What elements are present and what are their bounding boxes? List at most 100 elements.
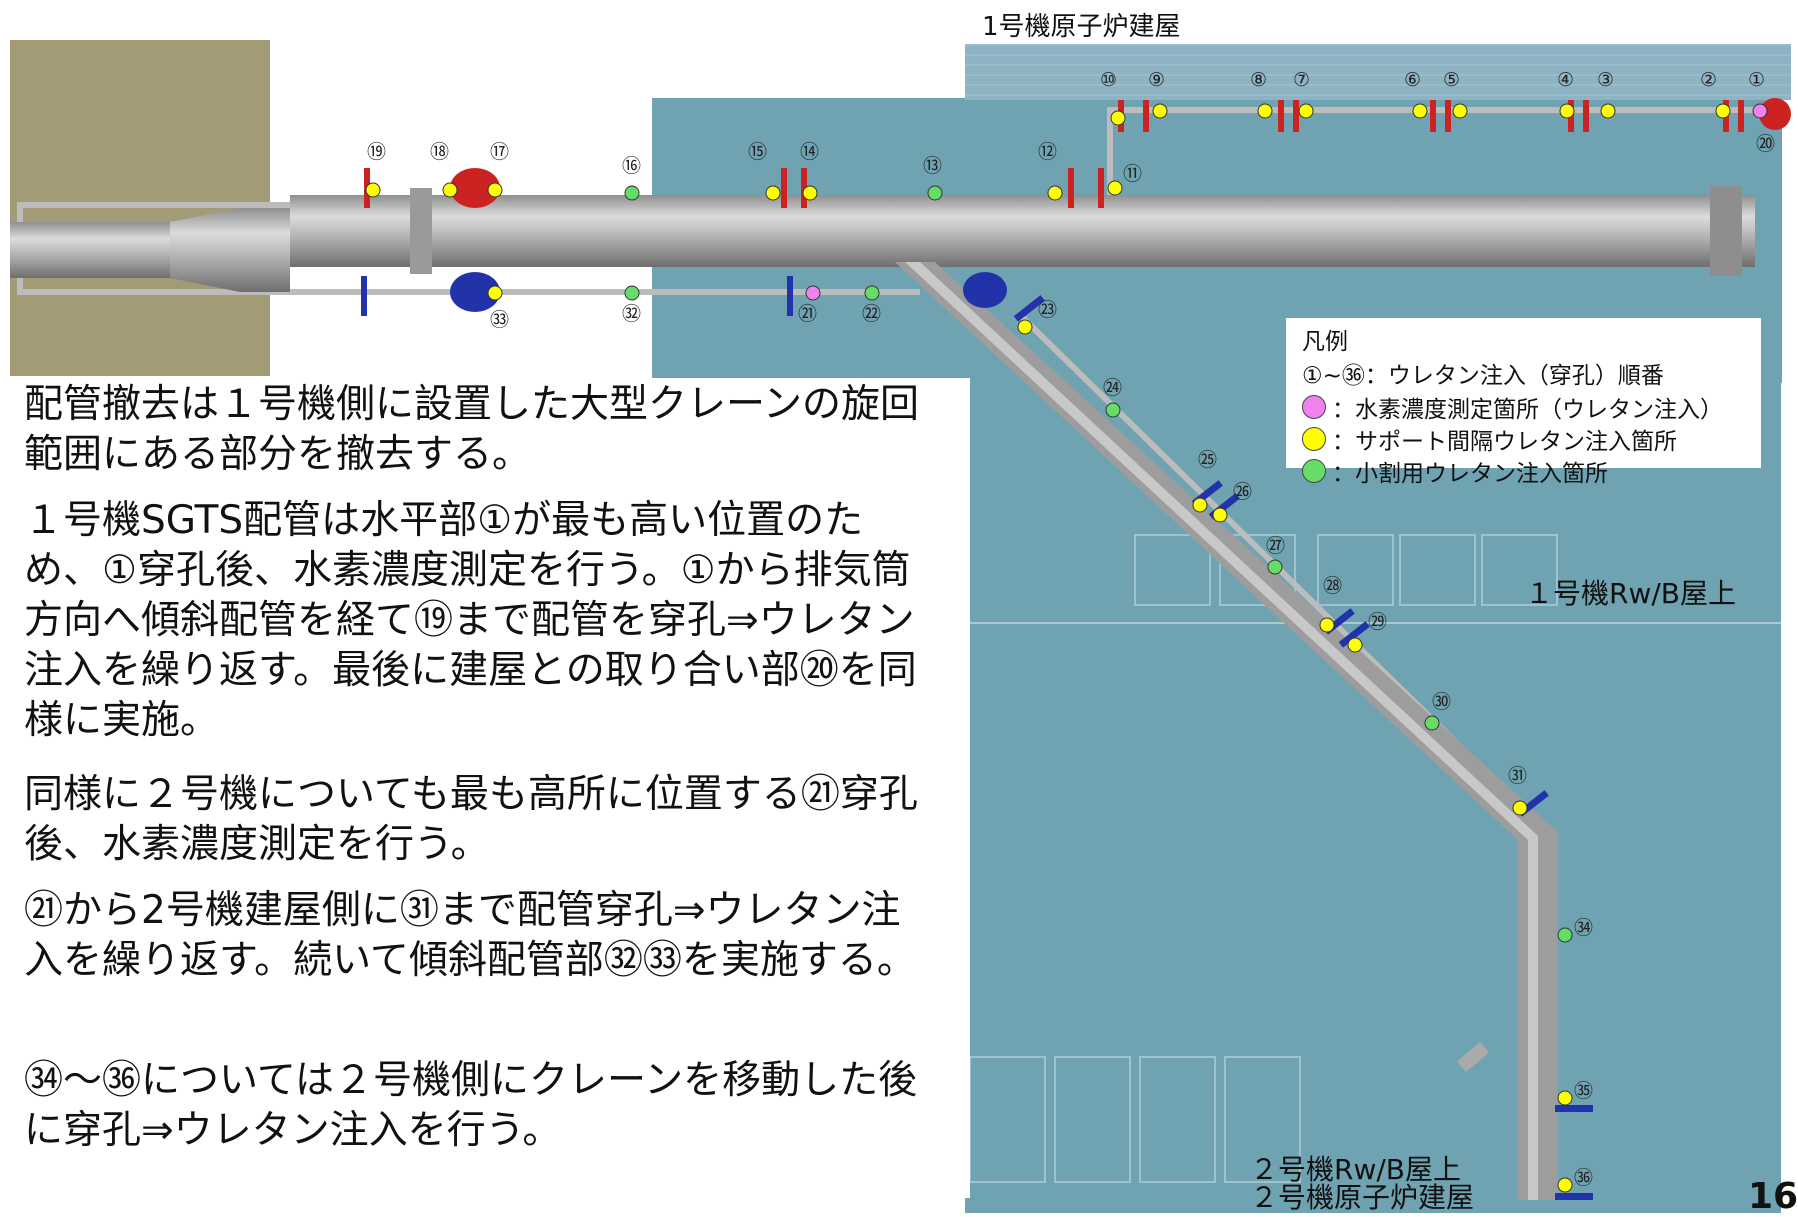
injection-dot-11: [1107, 180, 1123, 196]
point-label-12: ⑫: [1038, 141, 1057, 163]
point-label-15: ⑮: [748, 141, 767, 163]
injection-dot-2: [1715, 103, 1731, 119]
diagonal-pipe-highlight: [905, 262, 1538, 1200]
point-labels: ① ② ③ ④ ⑤ ⑥ ⑦ ⑧ ⑨ ⑩ ⑪ ⑫ ⑬ ⑭ ⑮ ⑯ ⑰ ⑱ ⑲ ⑳ …: [367, 69, 1775, 1189]
duct-transition: [170, 208, 290, 292]
point-label-33: ㉝: [490, 309, 509, 331]
legend-item-small: ：小割用ウレタン注入箇所: [1302, 454, 1608, 488]
point-label-13: ⑬: [923, 155, 942, 177]
legend-item-label: ：サポート間隔ウレタン注入箇所: [1332, 429, 1677, 455]
point-label-36: ㊱: [1574, 1167, 1593, 1189]
injection-dot-8: [1257, 103, 1273, 119]
legend-item-support: ：サポート間隔ウレタン注入箇所: [1302, 422, 1677, 456]
small-dot-icon: [1302, 459, 1326, 483]
point-label-4: ④: [1557, 69, 1574, 91]
point-label-19: ⑲: [367, 141, 386, 163]
point-label-35: ㉟: [1574, 1080, 1593, 1102]
injection-dot-24: [1105, 402, 1121, 418]
page-number: 16: [1748, 1176, 1798, 1217]
point-label-27: ㉗: [1266, 535, 1285, 557]
point-label-6: ⑥: [1404, 69, 1421, 91]
point-label-22: ㉒: [862, 303, 881, 325]
injection-dot-23: [1017, 319, 1033, 335]
injection-dot-15: [765, 185, 781, 201]
injection-dot-36: [1557, 1177, 1573, 1193]
injection-dot-25: [1192, 497, 1208, 513]
point-label-32: ㉜: [622, 303, 641, 325]
point-label-21: ㉑: [798, 303, 817, 325]
injection-dot-30: [1424, 715, 1440, 731]
injection-dot-9: [1152, 103, 1168, 119]
diagonal-pipe: [895, 262, 1558, 1200]
unit1-rwb-roof-label: １号機Rw/B屋上: [1525, 577, 1736, 610]
description-block: 配管撤去は１号機側に設置した大型クレーンの旋回範囲にある部分を撤去する。 １号機…: [10, 378, 970, 1198]
point-label-34: ㉞: [1574, 917, 1593, 939]
support-dot-icon: [1302, 427, 1326, 451]
point-label-7: ⑦: [1293, 69, 1310, 91]
point-label-24: ㉔: [1103, 377, 1122, 399]
injection-dot-5: [1452, 103, 1468, 119]
legend: 凡例 ①~㊱：ウレタン注入（穿孔）順番 ：水素濃度測定箇所（ウレタン注入） ：サ…: [1286, 318, 1761, 487]
point-label-28: ㉘: [1323, 575, 1342, 597]
injection-dot-34: [1557, 927, 1573, 943]
point-label-14: ⑭: [800, 141, 819, 163]
legend-item-label: ：小割用ウレタン注入箇所: [1332, 461, 1608, 487]
injection-dot-29: [1347, 637, 1363, 653]
injection-dot-26: [1212, 507, 1228, 523]
legend-item-hydrogen: ：水素濃度測定箇所（ウレタン注入）: [1302, 390, 1723, 424]
point-label-17: ⑰: [490, 141, 509, 163]
main-pipe-unit1: [290, 195, 1755, 267]
point-label-26: ㉖: [1233, 481, 1252, 503]
injection-dots: [365, 103, 1768, 1193]
legend-order-line: ①~㊱：ウレタン注入（穿孔）順番: [1302, 363, 1664, 389]
injection-dot-33: [487, 285, 503, 301]
point-label-1: ①: [1748, 69, 1765, 91]
side-branch: [1457, 1041, 1489, 1073]
injection-dot-7: [1298, 103, 1314, 119]
point-label-2: ②: [1700, 69, 1717, 91]
point-label-25: ㉕: [1198, 449, 1217, 471]
hydrogen-dot-icon: [1302, 395, 1326, 419]
injection-dot-3: [1600, 103, 1616, 119]
injection-dot-18: [442, 182, 458, 198]
injection-dot-12: [1047, 185, 1063, 201]
main-pipe-flange-end: [1710, 186, 1742, 276]
unit1-reactor-building-label: 1号機原子炉建屋: [982, 12, 1181, 42]
unit2-rwb-roof-label: ２号機Rw/B屋上: [1250, 1153, 1461, 1186]
point-label-30: ㉚: [1432, 691, 1451, 713]
unit2-reactor-building-label: ２号機原子炉建屋: [1250, 1181, 1475, 1214]
injection-dot-27: [1267, 559, 1283, 575]
injection-dot-31: [1512, 800, 1528, 816]
description-paragraph-4: ㉑から2号機建屋側に㉛まで配管穿孔⇒ウレタン注入を繰り返す。続いて傾斜配管部㉜㉝…: [24, 888, 916, 983]
injection-dot-14: [802, 185, 818, 201]
injection-dot-21: [805, 285, 821, 301]
roof-panels: [969, 534, 1558, 1183]
description-paragraph-2: １号機SGTS配管は水平部①が最も高い位置のため、①穿孔後、水素濃度測定を行う。…: [24, 498, 917, 743]
injection-dot-16: [624, 185, 640, 201]
point-label-29: ㉙: [1368, 611, 1387, 633]
point-label-11: ⑪: [1123, 163, 1142, 185]
injection-dot-19: [365, 182, 381, 198]
stack-duct: [10, 222, 170, 278]
point-label-18: ⑱: [430, 141, 449, 163]
injection-dot-28: [1319, 617, 1335, 633]
point-label-23: ㉓: [1038, 299, 1057, 321]
point-label-10: ⑩: [1100, 69, 1117, 91]
description-paragraph-5: ㉞～㊱については２号機側にクレーンを移動した後に穿孔⇒ウレタン注入を行う。: [24, 1058, 918, 1153]
point-label-31: ㉛: [1508, 765, 1527, 787]
point-label-9: ⑨: [1148, 69, 1165, 91]
injection-dot-17: [487, 182, 503, 198]
injection-dot-13: [927, 185, 943, 201]
description-paragraph-1: 配管撤去は１号機側に設置した大型クレーンの旋回範囲にある部分を撤去する。: [24, 382, 920, 477]
injection-dot-10: [1110, 110, 1126, 126]
point-label-5: ⑤: [1443, 69, 1460, 91]
point-label-20: ⑳: [1756, 133, 1775, 155]
injection-dot-1: [1752, 103, 1768, 119]
injection-dot-35: [1557, 1090, 1573, 1106]
point-label-16: ⑯: [622, 155, 641, 177]
main-pipe-flange: [410, 188, 432, 274]
unit2-rwb-roof-area: [965, 623, 1781, 1213]
unit1-reactor-roof: [965, 44, 1791, 100]
legend-title: 凡例: [1302, 329, 1348, 355]
injection-dot-4: [1559, 103, 1575, 119]
